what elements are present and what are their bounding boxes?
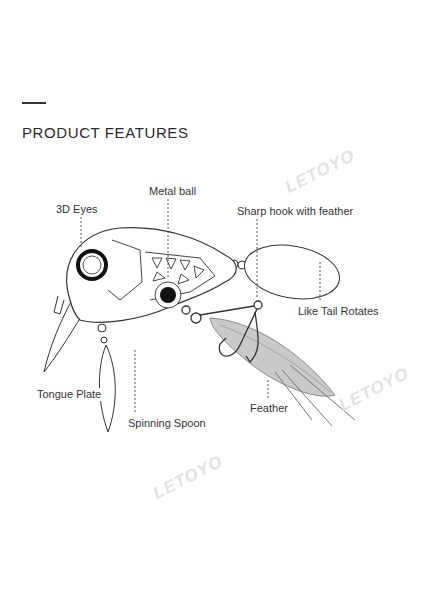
part-label: Sharp hook with feather [236,205,354,218]
part-label: Like Tail Rotates [297,305,380,318]
feather [210,318,355,426]
watermark: LETOYO [282,146,358,198]
leader-lines [81,199,320,412]
spinning-spoon [97,315,115,432]
part-label: Tongue Plate [36,388,102,401]
part-label: Spinning Spoon [127,417,207,430]
page-title: PRODUCT FEATURES [22,124,189,141]
metal-ball [160,287,176,303]
watermark: LETOYO [150,452,226,504]
eye [78,251,106,279]
hook [182,301,262,362]
title-rule [22,102,46,104]
part-label: 3D Eyes [55,203,99,216]
lure-body [67,228,237,323]
part-label: Feather [249,402,289,415]
part-label: Metal ball [148,185,197,198]
watermark: LETOYO [336,364,412,416]
tail-spoon [230,238,344,306]
